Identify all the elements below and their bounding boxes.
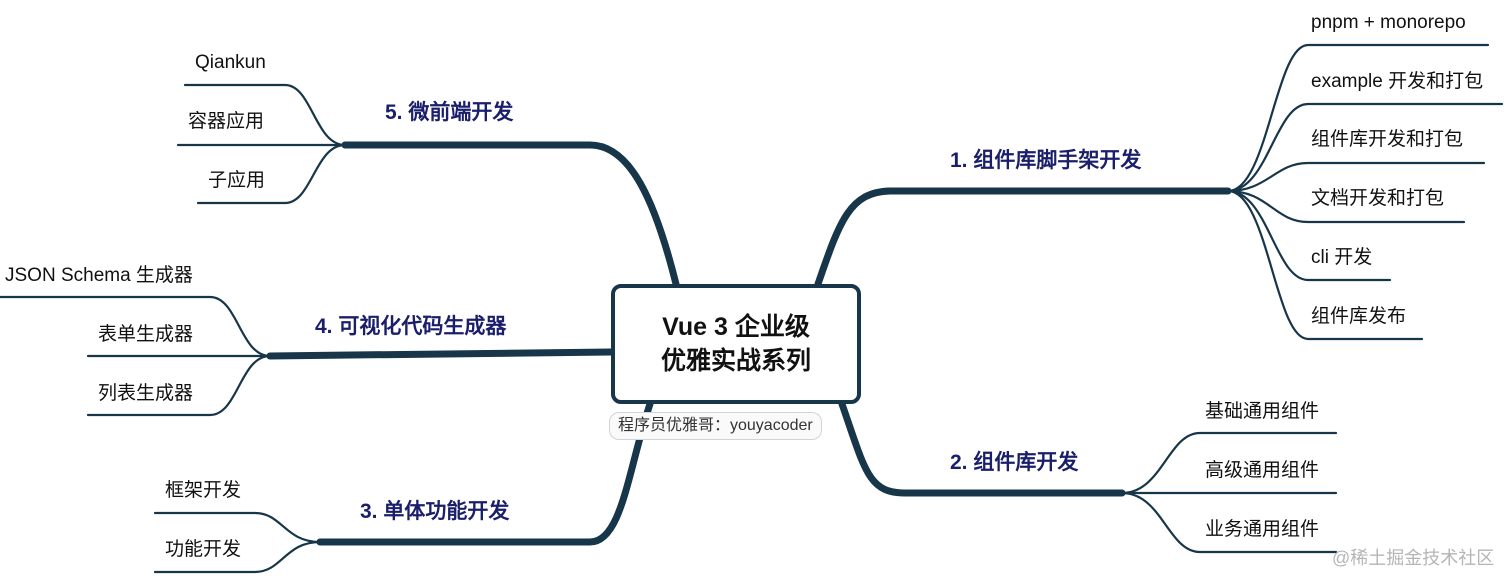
connector-leaf-3-2 xyxy=(153,540,322,574)
connector-leaf-5-3 xyxy=(196,143,347,205)
leaf-4-1[interactable]: JSON Schema 生成器 xyxy=(5,265,193,286)
connector-center-branch-4 xyxy=(266,348,615,360)
connector-leaf-1-3 xyxy=(1226,161,1486,193)
branch-2-label[interactable]: 2. 组件库开发 xyxy=(950,451,1079,474)
central-topic-line-2: 优雅实战系列 xyxy=(660,347,811,375)
connector-leaf-1-4 xyxy=(1226,189,1466,224)
leaf-4-3[interactable]: 列表生成器 xyxy=(98,383,194,404)
connector-center-branch-1 xyxy=(814,187,1232,288)
branch-1-label[interactable]: 1. 组件库脚手架开发 xyxy=(950,149,1142,172)
connector-leaf-2-3 xyxy=(1120,491,1338,554)
branch-4-label[interactable]: 4. 可视化代码生成器 xyxy=(315,315,507,338)
leaf-4-2[interactable]: 表单生成器 xyxy=(98,324,194,345)
leaf-2-2[interactable]: 高级通用组件 xyxy=(1205,460,1320,481)
leaf-5-2[interactable]: 容器应用 xyxy=(188,111,265,132)
connector-leaf-1-6 xyxy=(1226,189,1424,341)
site-watermark: @稀土掘金技术社区 xyxy=(1332,548,1495,568)
connector-leaf-1-1 xyxy=(1226,43,1490,193)
connector-center-branch-2 xyxy=(838,400,1126,497)
leaf-1-4[interactable]: 文档开发和打包 xyxy=(1311,188,1445,209)
leaf-1-6[interactable]: 组件库发布 xyxy=(1311,306,1407,327)
leaf-5-3[interactable]: 子应用 xyxy=(208,170,266,191)
leaf-2-1[interactable]: 基础通用组件 xyxy=(1205,401,1320,422)
branch-5-label[interactable]: 5. 微前端开发 xyxy=(385,101,514,124)
connector-leaf-1-2 xyxy=(1226,102,1504,193)
leaf-1-5[interactable]: cli 开发 xyxy=(1311,247,1373,268)
central-topic[interactable]: Vue 3 企业级 优雅实战系列 xyxy=(611,284,861,404)
connector-leaf-4-3 xyxy=(86,354,272,417)
leaf-5-1[interactable]: Qiankun xyxy=(195,52,266,73)
connector-leaf-2-1 xyxy=(1120,431,1338,495)
connector-leaf-1-5 xyxy=(1226,189,1392,282)
connector-leaf-3-1 xyxy=(153,511,322,544)
leaf-1-1[interactable]: pnpm + monorepo xyxy=(1311,12,1466,33)
leaf-1-3[interactable]: 组件库开发和打包 xyxy=(1311,129,1464,150)
author-watermark: 程序员优雅哥：youyacoder xyxy=(609,412,822,440)
central-topic-line-1: Vue 3 企业级 xyxy=(662,313,810,341)
leaf-2-3[interactable]: 业务通用组件 xyxy=(1205,519,1320,540)
connector-leaf-5-1 xyxy=(183,83,347,147)
leaf-3-1[interactable]: 框架开发 xyxy=(165,480,242,501)
leaf-3-2[interactable]: 功能开发 xyxy=(165,539,242,560)
branch-3-label[interactable]: 3. 单体功能开发 xyxy=(360,500,510,523)
connector-leaf-4-1 xyxy=(0,295,272,358)
connector-center-branch-5 xyxy=(341,141,680,288)
leaf-1-2[interactable]: example 开发和打包 xyxy=(1311,71,1484,92)
